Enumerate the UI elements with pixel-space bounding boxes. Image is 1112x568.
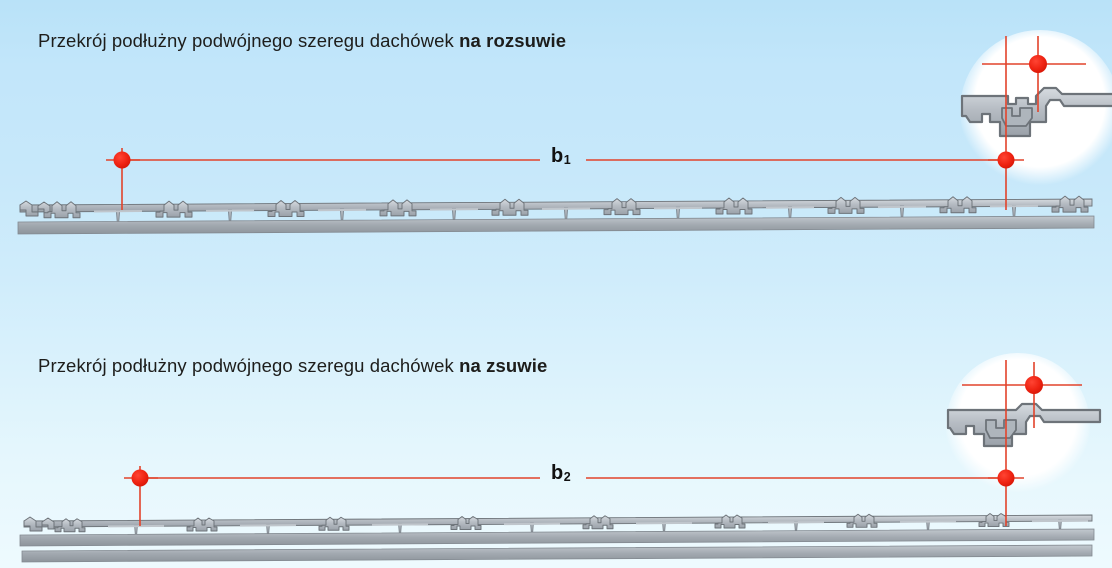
page-title-expanded: Przekrój podłużny podwójnego szeregu dac… (38, 30, 566, 52)
page-title-compressed: Przekrój podłużny podwójnego szeregu dac… (38, 355, 547, 377)
dimension-label-subscript: 1 (563, 153, 571, 167)
dimension-label-b2: b2 (551, 462, 571, 484)
panel-expanded-row: Przekrój podłużny podwójnego szeregu dac… (38, 30, 566, 52)
dimension-label-base: b (551, 145, 564, 167)
title-normal-text: Przekrój podłużny podwójnego szeregu dac… (38, 30, 460, 51)
dimension-label-b1: b1 (551, 145, 571, 167)
dimension-label-base: b (551, 462, 564, 484)
title-emphasis-text: na zsuwie (459, 355, 548, 376)
title-emphasis-text: na rozsuwie (459, 30, 567, 51)
panel-compressed-row: Przekrój podłużny podwójnego szeregu dac… (0, 300, 1112, 568)
title-normal-text: Przekrój podłużny podwójnego szeregu dac… (38, 355, 460, 376)
dimension-label-subscript: 2 (563, 470, 571, 484)
